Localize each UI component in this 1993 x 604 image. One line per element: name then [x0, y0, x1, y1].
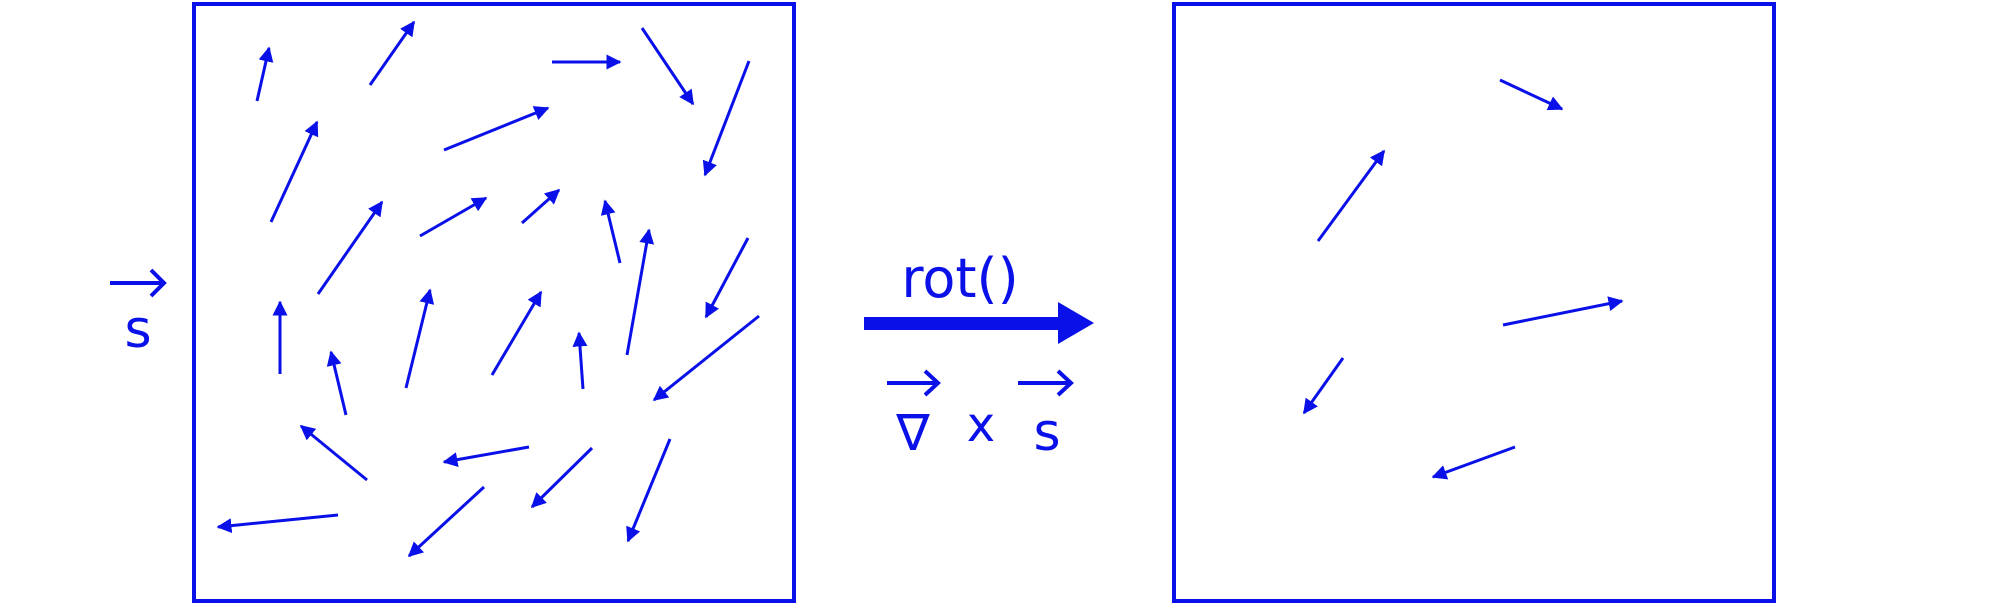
operator-group: rot() ∇ x s [864, 247, 1094, 463]
nabla-symbol: ∇ [895, 404, 930, 462]
vector-arrow-icon-head [923, 369, 941, 397]
field-vector [652, 314, 760, 402]
vector-field-panel [192, 2, 796, 603]
field-vector [640, 27, 695, 106]
field-vector [521, 188, 561, 225]
curl-vector [1302, 357, 1345, 415]
field-vector [255, 46, 274, 102]
operator-name: rot() [901, 247, 1018, 310]
vector-field-frame [192, 2, 796, 603]
field-vector [625, 228, 655, 356]
field-vector [419, 196, 488, 238]
field-vector [299, 424, 368, 482]
field-symbol-label: s [124, 300, 151, 360]
operator-arrow-shaft [864, 317, 1064, 330]
field-vector [216, 513, 339, 534]
field-vector [326, 350, 348, 416]
field-vector [443, 106, 550, 152]
field-vector [404, 288, 435, 389]
curl-vector [1316, 149, 1386, 242]
operator-arrow-icon [864, 302, 1094, 344]
field-symbol: s [110, 268, 167, 360]
field-vector [368, 20, 416, 86]
field-symbol-right-label: s [1033, 403, 1060, 463]
field-vector [702, 60, 751, 177]
operator-arrow-head [1058, 302, 1094, 344]
cross-product-symbol: x [967, 397, 995, 453]
field-vector [530, 446, 594, 509]
field-vector [269, 120, 319, 223]
curl-field-panel [1172, 2, 1776, 603]
field-vector [704, 237, 750, 319]
field-vector [572, 331, 588, 390]
field-vector [442, 445, 530, 468]
field-vector [600, 199, 622, 264]
field-symbol-right: s [1018, 369, 1074, 463]
nabla-term: ∇ [887, 369, 941, 462]
vector-arrow-icon-head [1056, 369, 1074, 397]
curl-field-arrows [1302, 78, 1624, 480]
field-vector [316, 200, 384, 295]
curl-field-frame [1172, 2, 1776, 603]
curl-vector [1502, 296, 1624, 327]
curl-vector [1499, 78, 1564, 111]
curl-vector [1431, 445, 1516, 480]
vector-field-arrows [216, 20, 760, 558]
field-vector [407, 485, 486, 558]
field-vector [626, 438, 672, 543]
vector-arrow-icon-head [149, 268, 167, 298]
field-vector [490, 290, 543, 376]
